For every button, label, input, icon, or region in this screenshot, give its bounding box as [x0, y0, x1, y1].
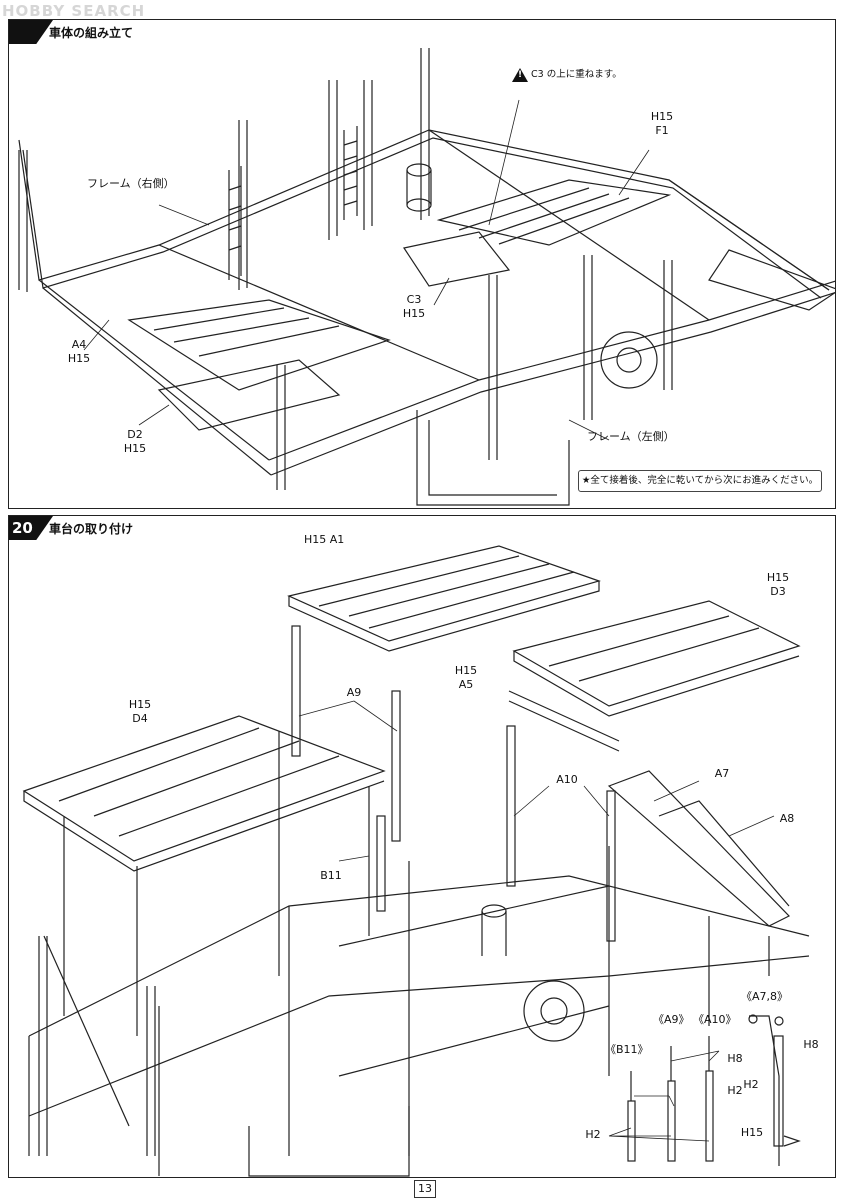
- f1-part-label: F1: [655, 124, 669, 137]
- watermark-logo: HOBBY SEARCH: [2, 2, 146, 20]
- d2-glue-label: H15: [123, 442, 147, 455]
- c3-part-label: C3: [406, 293, 422, 306]
- f1-glue-label: H15: [650, 110, 674, 123]
- step-19-title: 車体の組み立て: [49, 26, 134, 40]
- detail-a78-title: 《A7,8》: [741, 990, 789, 1003]
- frame-left-label: フレーム（左側）: [587, 430, 675, 443]
- step-19-panel: 車体の組み立て: [8, 19, 836, 509]
- step-20-panel: 20 車台の取り付け: [8, 515, 836, 1178]
- step-20-title: 車台の取り付け: [49, 522, 134, 536]
- caution-note: C3 の上に重ねます。: [512, 66, 622, 82]
- warning-icon: [512, 67, 528, 82]
- detail-a10-title: 《A10》: [693, 1013, 737, 1026]
- detail-h15-arm: H15: [740, 1126, 764, 1139]
- a4-part-label: A4: [71, 338, 87, 351]
- detail-h8-cylinder: H8: [727, 1052, 743, 1065]
- step-20-number: 20: [12, 519, 33, 537]
- a10-label: A10: [556, 773, 578, 786]
- a5-part-label: A5: [458, 678, 474, 691]
- detail-h8-arm: H8: [803, 1038, 819, 1051]
- d4-glue-label: H15: [128, 698, 152, 711]
- b11-label: B11: [320, 869, 342, 882]
- c3-glue-label: H15: [402, 307, 426, 320]
- d3-glue-label: H15: [766, 571, 790, 584]
- detail-h2-rod: H2: [585, 1128, 601, 1141]
- detail-b11-title: 《B11》: [605, 1043, 649, 1056]
- page-number: 13: [414, 1180, 436, 1198]
- a7-label: A7: [714, 767, 730, 780]
- a1-label: H15 A1: [304, 533, 345, 546]
- detail-a9-title: 《A9》: [653, 1013, 690, 1026]
- d2-part-label: D2: [127, 428, 143, 441]
- d3-part-label: D3: [770, 585, 786, 598]
- detail-h2-cylinder: H2: [727, 1084, 743, 1097]
- a4-glue-label: H15: [67, 352, 91, 365]
- step-20-assembly-drawing: [22, 545, 810, 1177]
- a5-glue-label: H15: [454, 664, 478, 677]
- d4-part-label: D4: [132, 712, 148, 725]
- frame-right-label: フレーム（右側）: [87, 177, 175, 190]
- a9-label: A9: [346, 686, 362, 699]
- caution-text: C3 の上に重ねます。: [531, 69, 622, 80]
- step-19-chassis-drawing: [18, 48, 835, 506]
- detail-h2-arm: H2: [743, 1078, 759, 1091]
- a8-label: A8: [779, 812, 795, 825]
- dry-note-box: ★全て接着後、完全に乾いてから次にお進みください。: [578, 470, 822, 492]
